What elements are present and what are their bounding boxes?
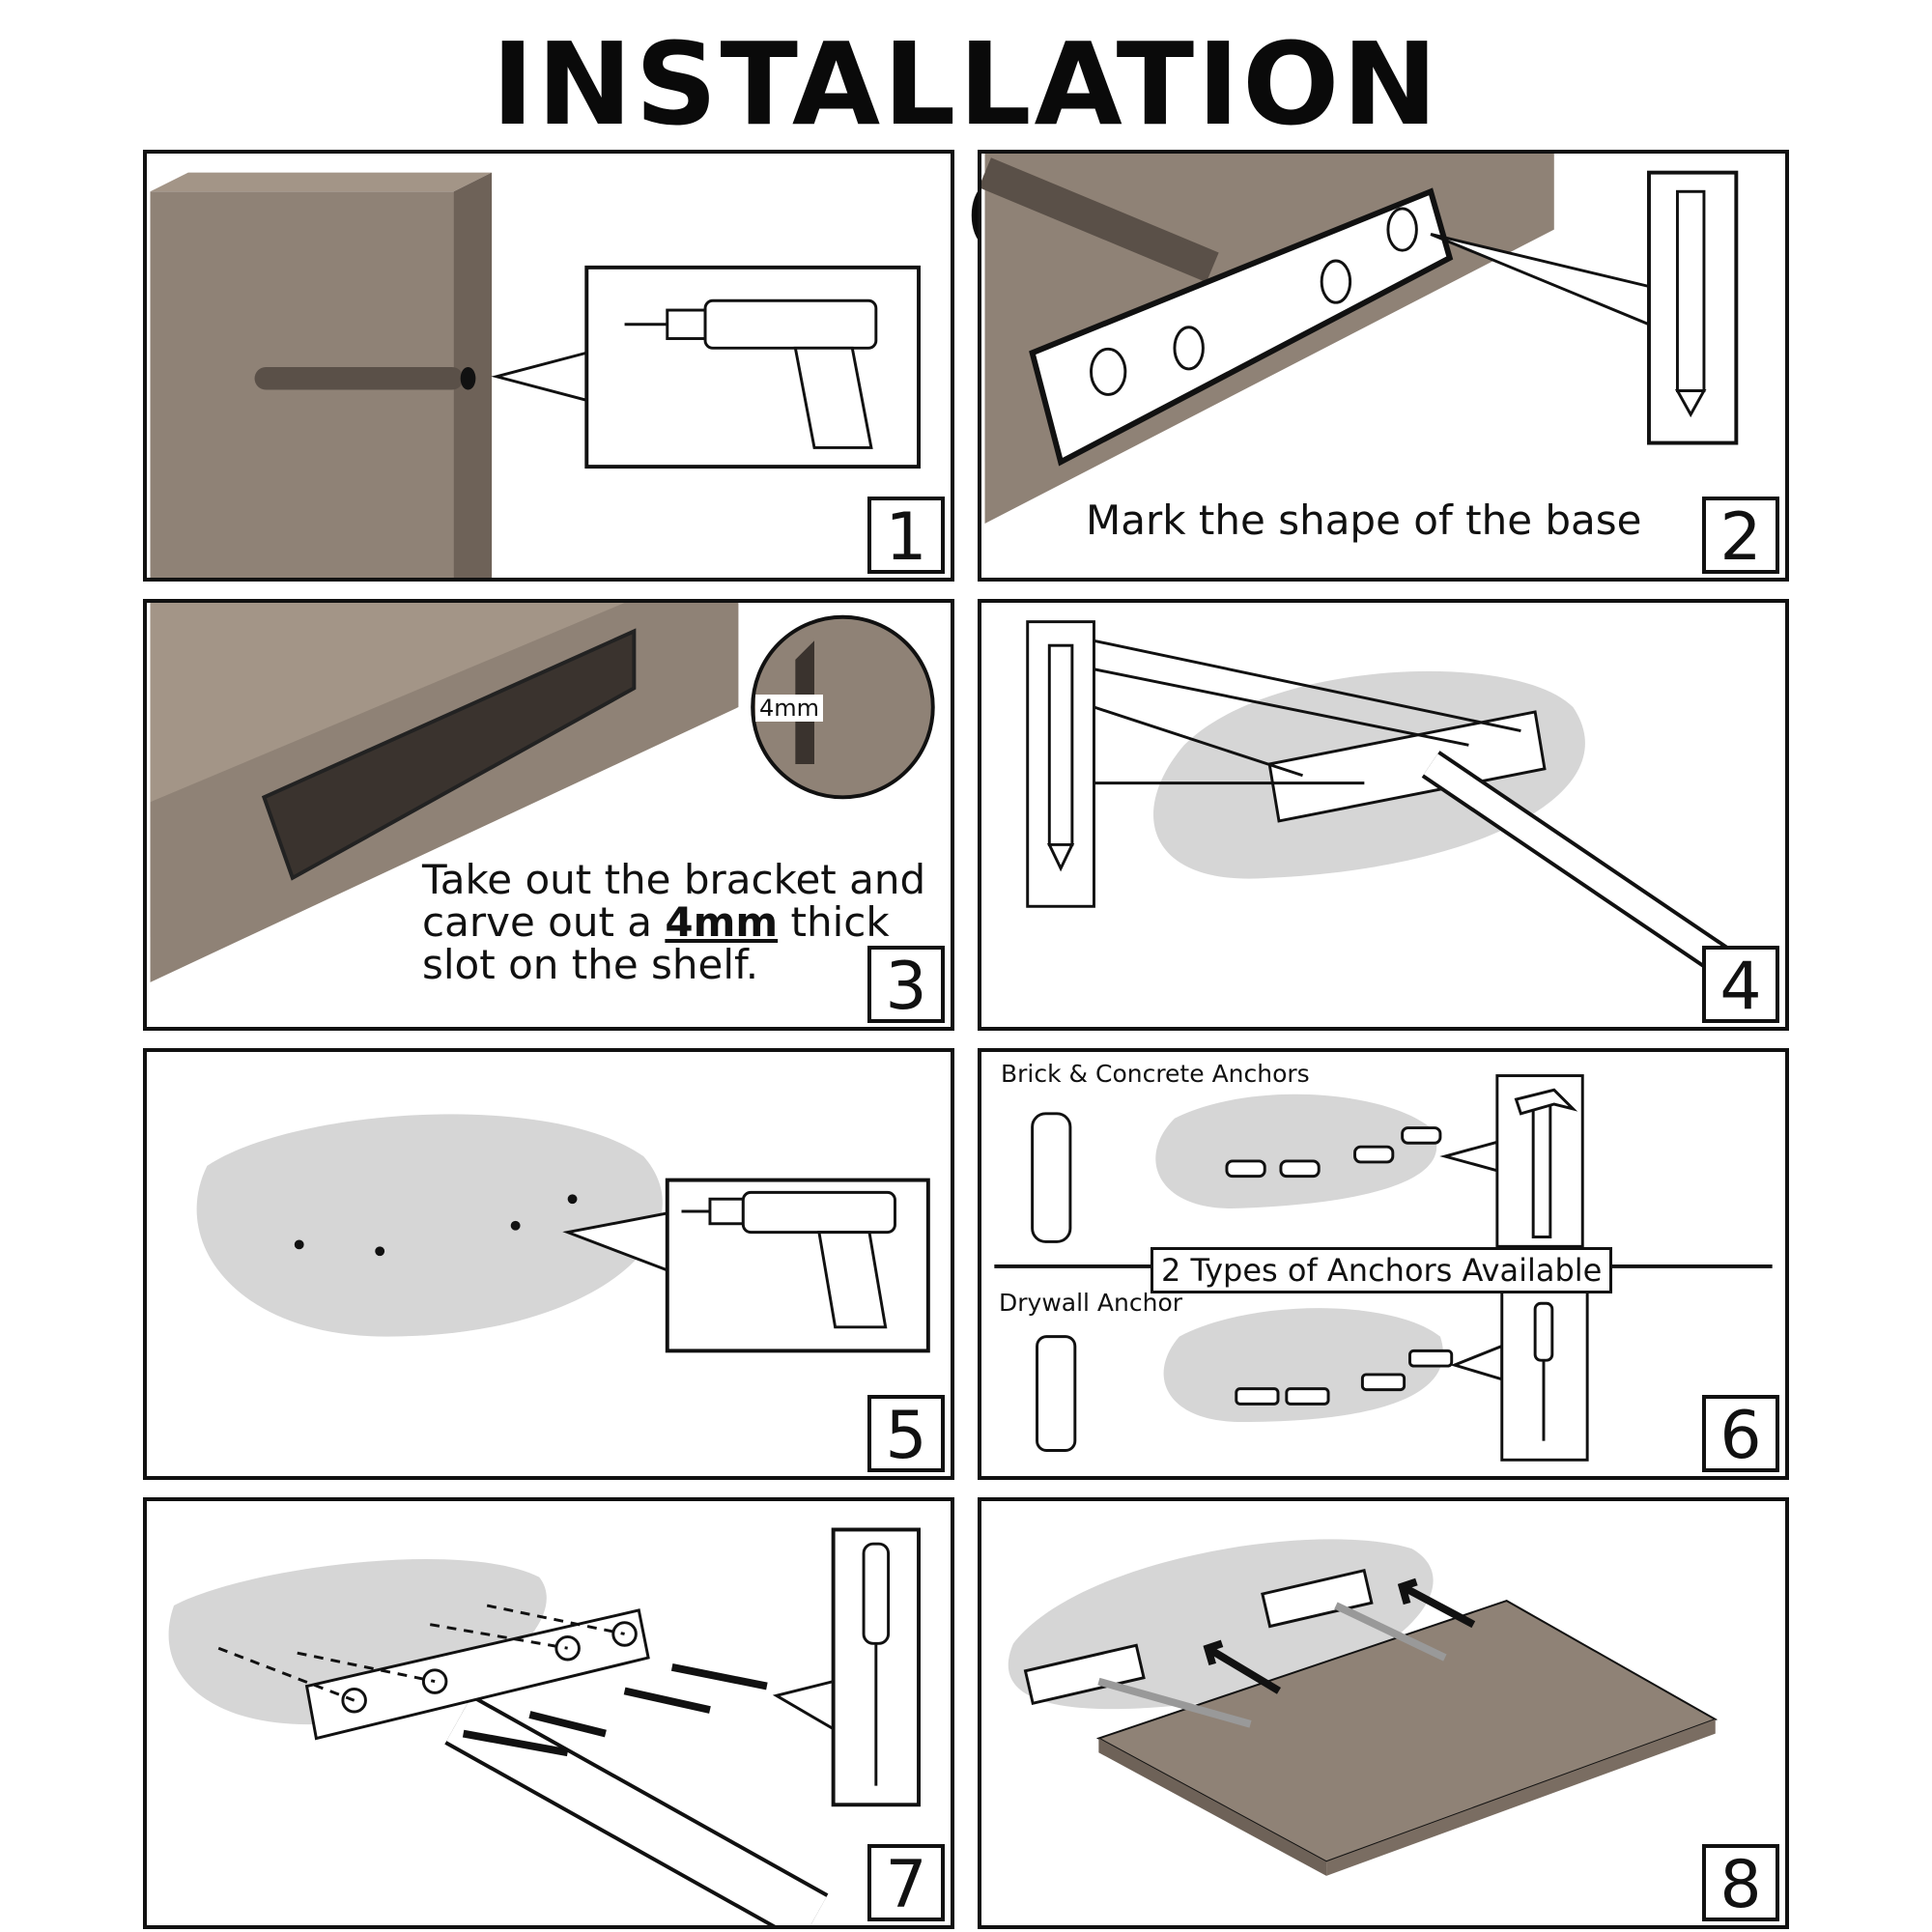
caption-emphasis: 4mm [665, 898, 779, 946]
drill-icon [624, 298, 878, 449]
caption-line-3: slot on the shelf. [422, 941, 759, 988]
step-number: 7 [867, 1844, 945, 1923]
drywall-anchor-label: Drywall Anchor [999, 1289, 1183, 1317]
step-8-panel: 8 [978, 1497, 1789, 1929]
step-4-illustration [1026, 620, 1734, 978]
step-2-panel: Mark the shape of the base 2 [978, 150, 1789, 582]
arrow-icon [1203, 1577, 1476, 1694]
step-number: 1 [867, 497, 945, 576]
screwdriver-icon [862, 1542, 891, 1786]
step-number: 5 [867, 1395, 945, 1474]
caption-line-1: Take out the bracket and [422, 856, 926, 903]
screwdriver-icon [1533, 1301, 1554, 1441]
step-7-illustration [168, 1527, 921, 1925]
step-8-illustration [1008, 1539, 1719, 1876]
step-4-panel: 4 [978, 599, 1789, 1031]
drill-icon [681, 1190, 896, 1329]
brick-anchors-label: Brick & Concrete Anchors [1001, 1060, 1310, 1088]
pencil-icon [1674, 189, 1707, 418]
step-1-panel: 1 [143, 150, 954, 582]
step-2-caption: Mark the shape of the base [1086, 497, 1642, 544]
step-3-panel: 4mm Take out the bracket and carve out a… [143, 599, 954, 1031]
pencil-icon [1046, 643, 1075, 872]
step-7-panel: 7 [143, 1497, 954, 1929]
step-number: 3 [867, 946, 945, 1025]
step-3-illustration [150, 603, 935, 982]
step-6-panel: Brick & Concrete Anchors 2 Types of Anch… [978, 1048, 1789, 1480]
step-number: 4 [1702, 946, 1779, 1025]
anchor-types-label: 2 Types of Anchors Available [1151, 1247, 1613, 1293]
step-5-panel: 5 [143, 1048, 954, 1480]
step-6-illustration [994, 1074, 1773, 1462]
step-5-illustration [196, 1114, 930, 1353]
step-2-illustration [981, 154, 1739, 525]
step-number: 6 [1702, 1395, 1779, 1474]
step-number: 2 [1702, 497, 1779, 576]
hammer-icon [1514, 1088, 1578, 1238]
step-1-illustration [150, 172, 921, 578]
step-number: 8 [1702, 1844, 1779, 1923]
caption-text: carve out a [422, 898, 666, 946]
step-3-caption: Take out the bracket and carve out a 4mm… [422, 859, 925, 986]
caption-text: thick [778, 898, 890, 946]
thickness-label: 4mm [755, 695, 824, 722]
caption-line-2: carve out a 4mm thick [422, 901, 925, 944]
